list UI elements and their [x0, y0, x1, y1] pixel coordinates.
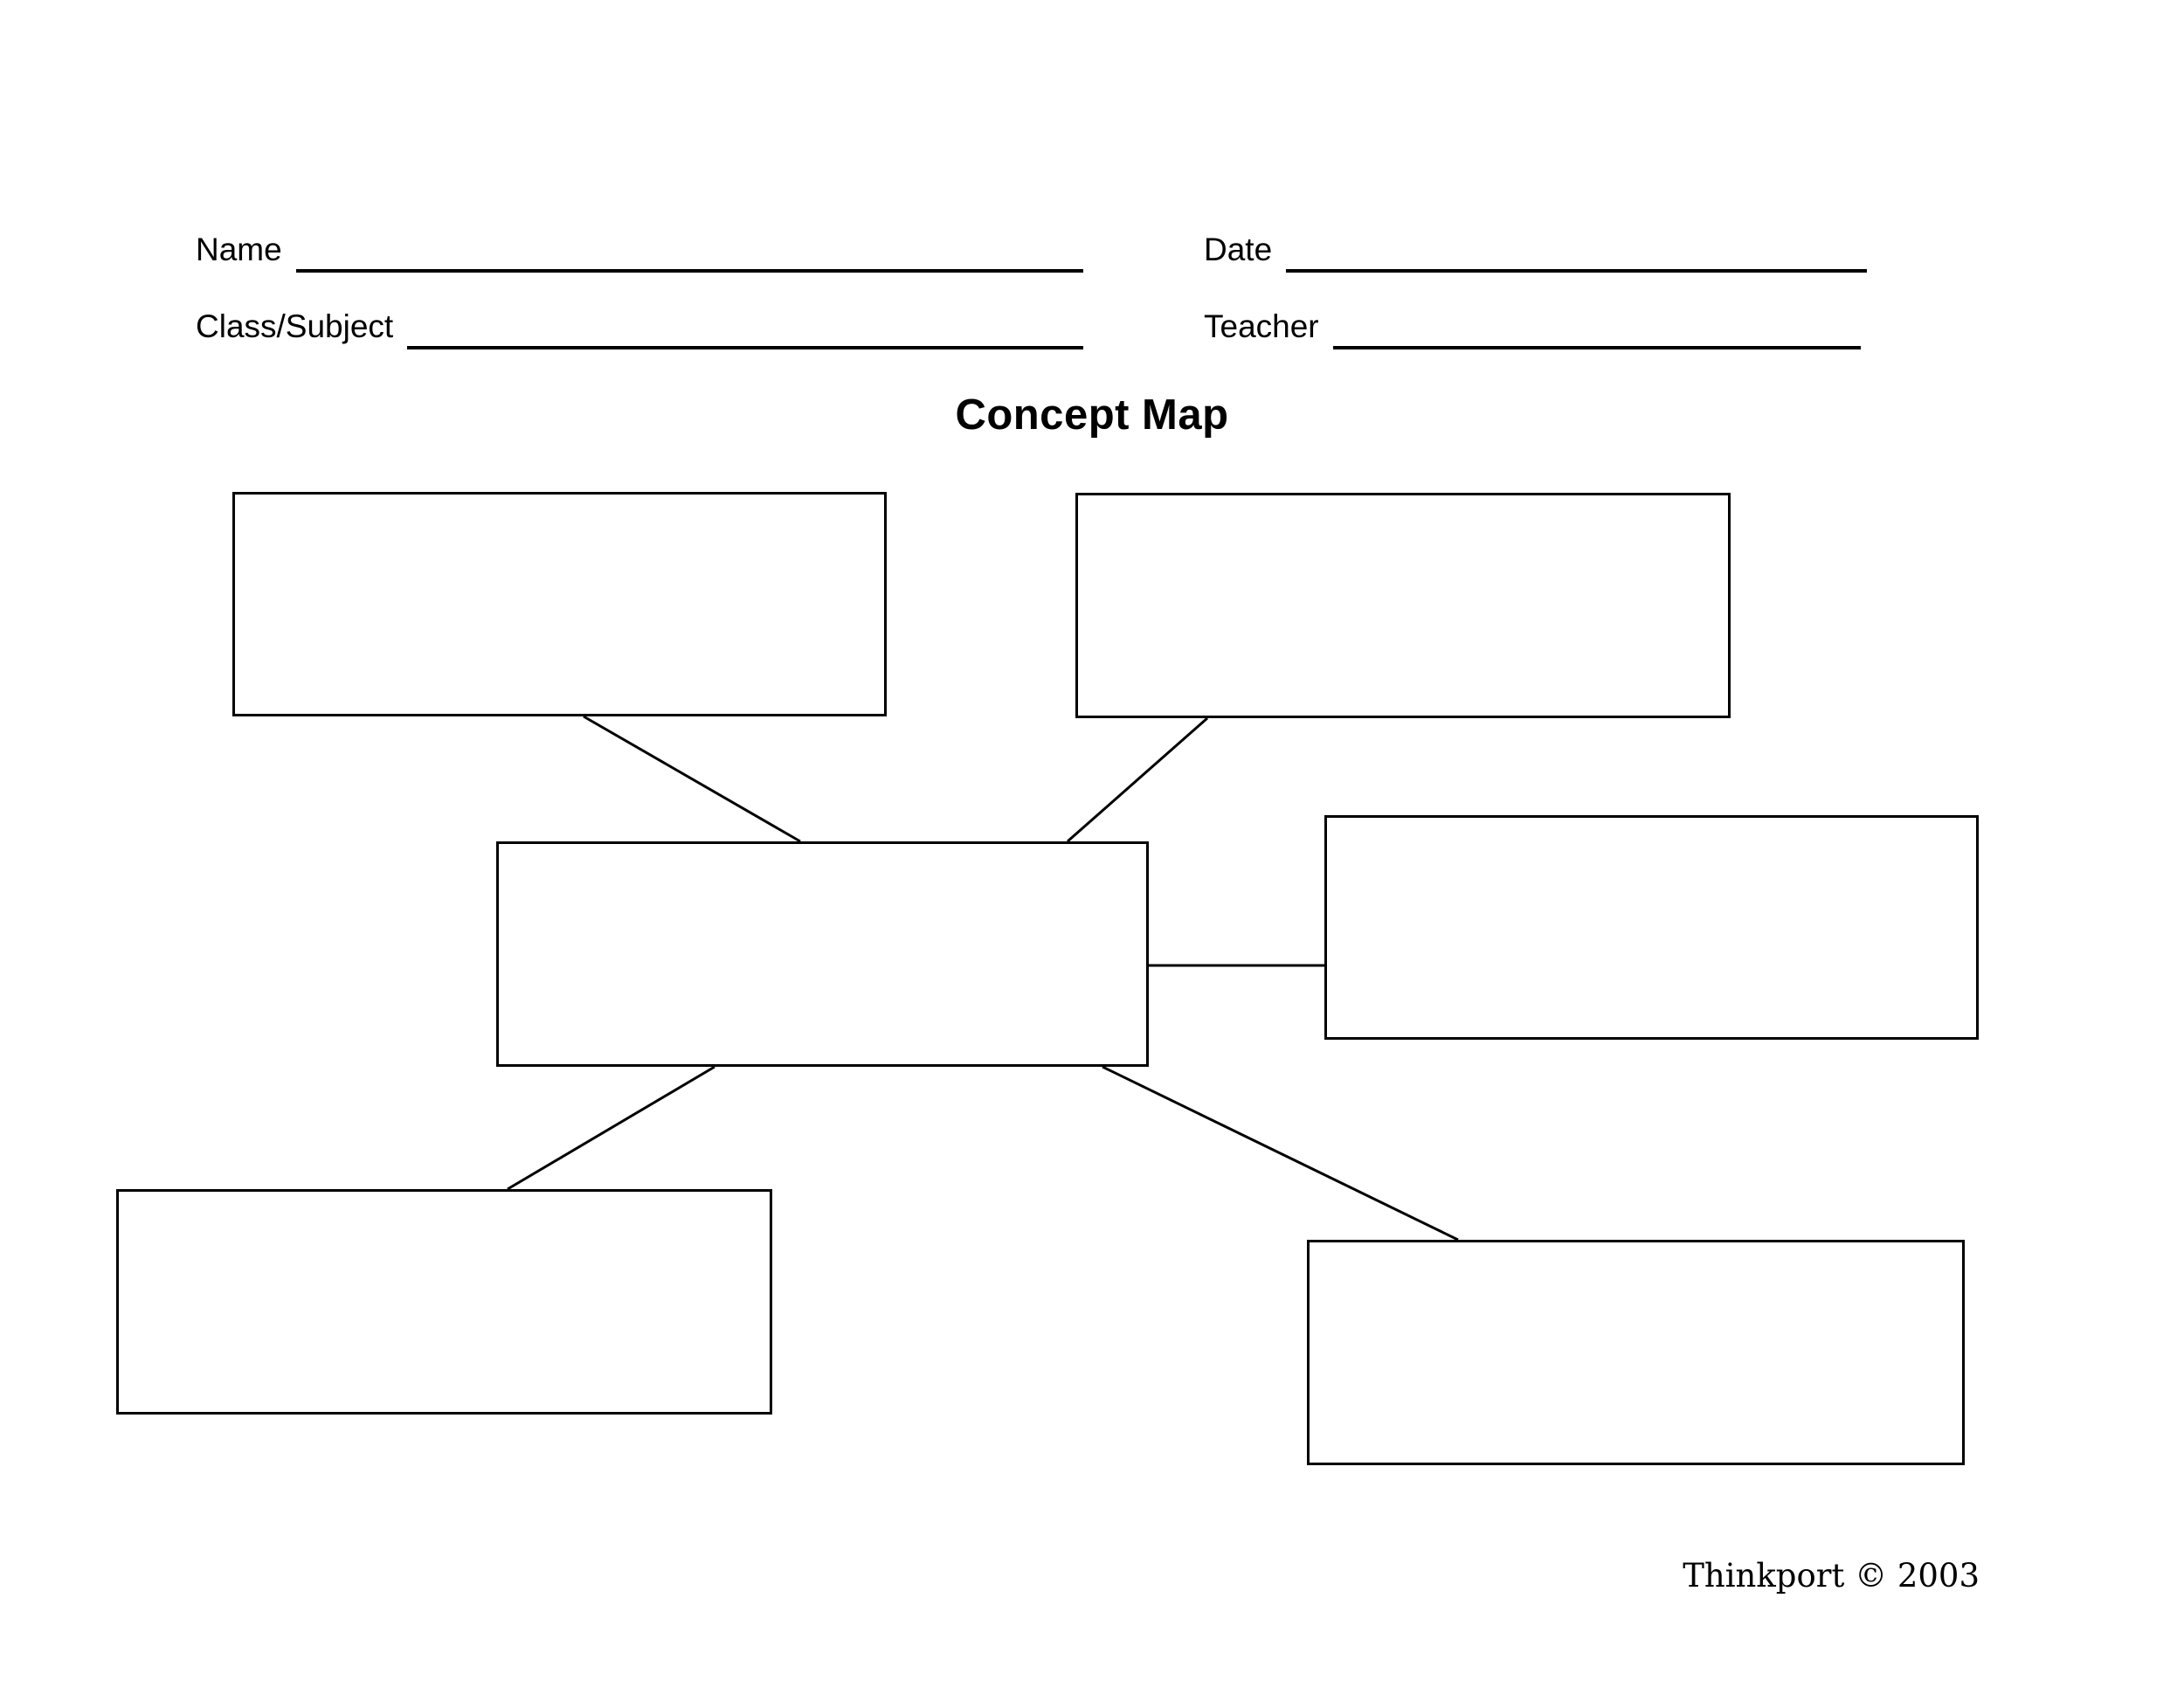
name-input-line[interactable]	[295, 222, 1083, 273]
class-subject-label: Class/Subject	[196, 308, 394, 344]
concept-box-top-left[interactable]	[232, 492, 887, 716]
date-label: Date	[1204, 232, 1273, 267]
concept-box-top-right[interactable]	[1075, 493, 1731, 718]
teacher-label: Teacher	[1204, 308, 1319, 344]
concept-box-right[interactable]	[1324, 815, 1979, 1040]
concept-box-center[interactable]	[496, 841, 1149, 1067]
name-field: Name	[196, 225, 1083, 273]
teacher-field: Teacher	[1204, 302, 1861, 349]
copyright-credit: Thinkport © 2003	[1683, 1557, 1980, 1595]
concept-box-bottom-left[interactable]	[116, 1189, 772, 1415]
name-label: Name	[196, 232, 282, 267]
connector-top-right-to-center	[1067, 716, 1208, 843]
connector-top-left-to-center	[583, 715, 801, 843]
page-title: Concept Map	[955, 391, 1229, 439]
teacher-input-line[interactable]	[1332, 299, 1861, 349]
concept-box-bottom-right[interactable]	[1307, 1240, 1965, 1465]
connector-center-to-bottom-left	[507, 1065, 715, 1191]
connector-center-to-bottom-right	[1102, 1065, 1459, 1242]
date-input-line[interactable]	[1286, 222, 1867, 273]
class-subject-field: Class/Subject	[196, 302, 1083, 349]
date-field: Date	[1204, 225, 1867, 273]
class-subject-input-line[interactable]	[407, 299, 1083, 349]
